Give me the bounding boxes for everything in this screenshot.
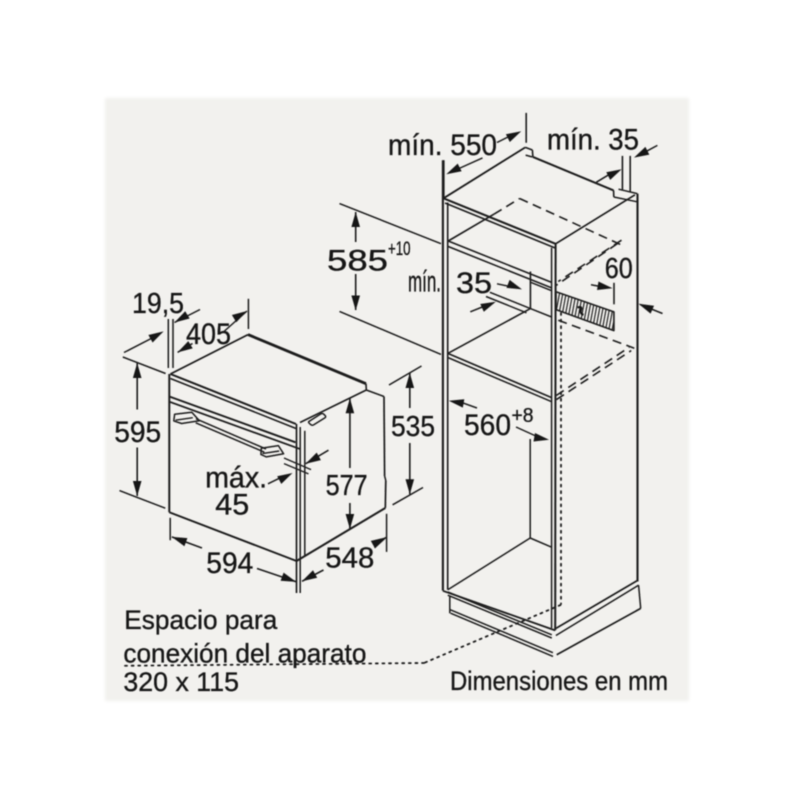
svg-text:45: 45 xyxy=(215,489,249,522)
svg-text:máx.: máx. xyxy=(205,462,267,495)
svg-text:594: 594 xyxy=(206,547,253,580)
svg-text:577: 577 xyxy=(326,470,368,502)
svg-text:35: 35 xyxy=(456,267,492,300)
svg-text:19,5: 19,5 xyxy=(132,288,184,320)
svg-text:Espacio para: Espacio para xyxy=(124,605,278,635)
svg-text:585: 585 xyxy=(327,245,388,278)
svg-text:mín. 35: mín. 35 xyxy=(547,124,639,157)
svg-text:60: 60 xyxy=(605,253,633,285)
svg-text:mín.: mín. xyxy=(408,266,441,299)
svg-text:conexión del aparato: conexión del aparato xyxy=(123,639,366,669)
svg-text:535: 535 xyxy=(391,411,435,443)
svg-text:320 x 115: 320 x 115 xyxy=(123,667,239,697)
svg-text:+8: +8 xyxy=(512,405,534,427)
svg-text:595: 595 xyxy=(114,416,161,449)
svg-text:mín. 550: mín. 550 xyxy=(388,129,497,162)
svg-text:548: 548 xyxy=(325,543,374,575)
svg-text:405: 405 xyxy=(186,318,231,351)
svg-text:+10: +10 xyxy=(388,239,411,260)
svg-text:560: 560 xyxy=(464,409,511,442)
svg-text:Dimensiones en mm: Dimensiones en mm xyxy=(450,666,668,696)
